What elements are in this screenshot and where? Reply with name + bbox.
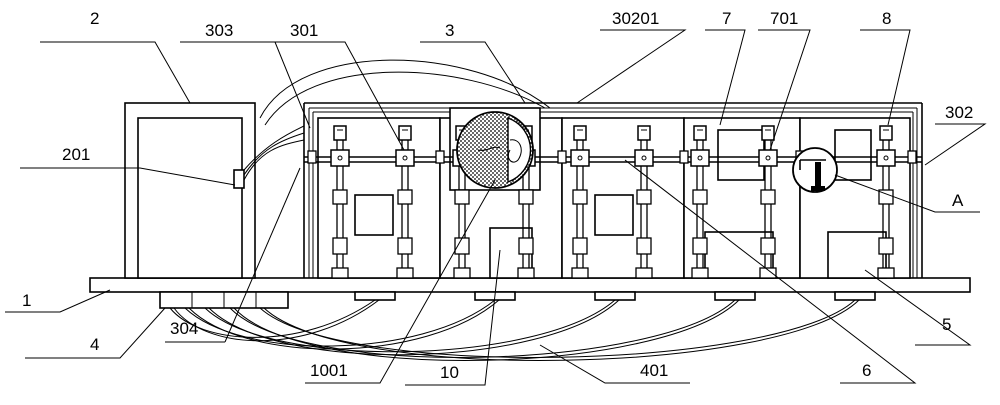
pump-column (395, 125, 415, 279)
side-bracket (679, 150, 689, 164)
leader-lines (5, 29, 987, 386)
label-10: 10 (440, 363, 459, 382)
base-plate (89, 277, 971, 293)
side-bracket (307, 150, 317, 164)
label-4: 4 (90, 335, 99, 354)
label-303: 303 (205, 21, 233, 40)
label-201: 201 (62, 145, 90, 164)
label-8: 8 (882, 9, 891, 28)
label-5: 5 (942, 315, 951, 334)
label-401: 401 (640, 361, 668, 380)
label-6: 6 (862, 361, 871, 380)
detail-circle-1001 (456, 111, 534, 189)
label-701: 701 (770, 9, 798, 28)
detail-circle-a (792, 147, 838, 193)
side-bracket (907, 150, 917, 164)
pump-column (570, 125, 590, 279)
side-bracket (557, 150, 567, 164)
label-1: 1 (22, 291, 31, 310)
label-302: 302 (945, 103, 973, 122)
label-1001: 1001 (310, 361, 348, 380)
pump-columns (307, 125, 917, 279)
label-304: 304 (170, 319, 198, 338)
pump-column (330, 125, 350, 279)
label-2: 2 (90, 9, 99, 28)
label-301: 301 (290, 21, 318, 40)
plate-connectors (159, 291, 876, 309)
cabinet (124, 102, 256, 279)
pump-column (634, 125, 654, 279)
label-30201: 30201 (612, 9, 659, 28)
pump-column (876, 125, 896, 279)
frame-rails (303, 102, 923, 278)
label-3: 3 (445, 21, 454, 40)
label-a: A (952, 191, 964, 210)
side-bracket (435, 150, 445, 164)
lower-tubes (169, 299, 860, 361)
inner-blocks (354, 129, 887, 279)
pump-column (758, 125, 778, 279)
pump-column (690, 125, 710, 279)
reference-labels: 2 303 301 3 30201 7 701 8 201 302 A 1 5 … (22, 9, 973, 382)
label-7: 7 (722, 9, 731, 28)
